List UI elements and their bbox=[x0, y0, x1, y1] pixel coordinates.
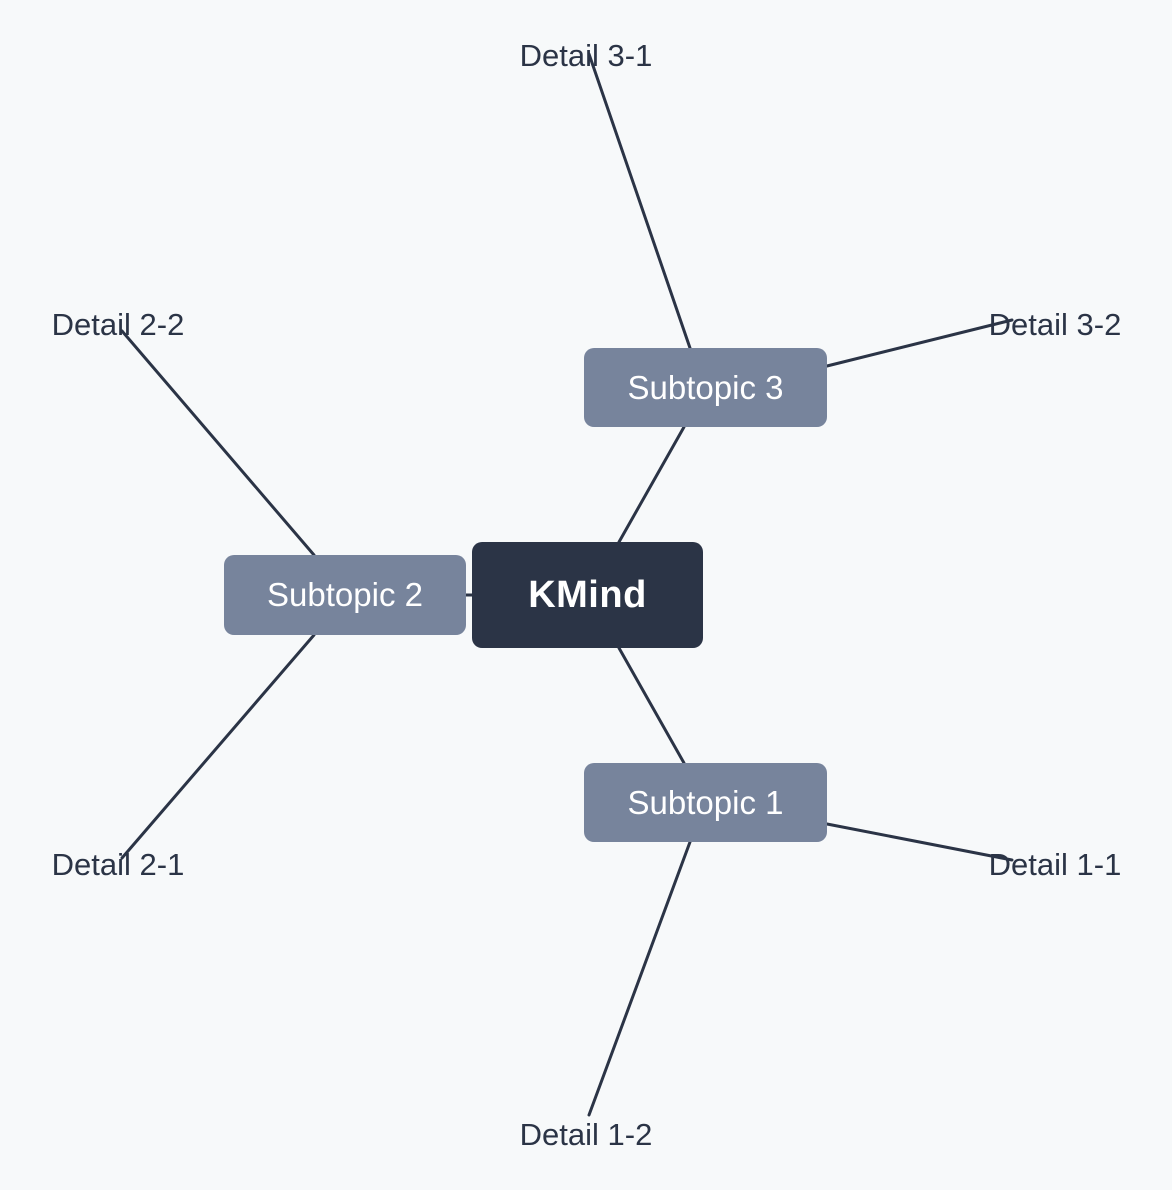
edge-root-subtopic-1 bbox=[617, 646, 686, 765]
leaf-node-label: Detail 3-2 bbox=[988, 307, 1122, 342]
edge-subtopic-1-detail-1-2 bbox=[587, 840, 692, 1117]
edge-subtopic-2-detail-2-2 bbox=[120, 329, 316, 557]
leaf-node-label: Detail 1-1 bbox=[988, 847, 1122, 882]
edge-root-subtopic-3 bbox=[617, 425, 686, 544]
branch-node-label: Subtopic 3 bbox=[627, 368, 784, 406]
branch-node-subtopic-2[interactable]: Subtopic 2 bbox=[224, 555, 466, 635]
leaf-node-detail-3-1[interactable]: Detail 3-1 bbox=[471, 32, 701, 80]
leaf-node-detail-2-1[interactable]: Detail 2-1 bbox=[3, 841, 233, 889]
leaf-node-label: Detail 2-2 bbox=[51, 307, 185, 342]
branch-node-label: Subtopic 2 bbox=[267, 576, 423, 613]
edge-subtopic-2-detail-2-1 bbox=[120, 633, 316, 860]
edge-subtopic-3-detail-3-1 bbox=[587, 52, 692, 350]
root-node-label: KMind bbox=[528, 573, 647, 616]
leaf-node-label: Detail 1-2 bbox=[519, 1117, 653, 1152]
leaf-node-detail-2-2[interactable]: Detail 2-2 bbox=[3, 301, 233, 349]
leaf-node-label: Detail 2-1 bbox=[51, 847, 185, 882]
branch-node-label: Subtopic 1 bbox=[627, 783, 784, 821]
branch-node-subtopic-3[interactable]: Subtopic 3 bbox=[584, 348, 827, 427]
leaf-node-detail-1-1[interactable]: Detail 1-1 bbox=[940, 841, 1170, 889]
leaf-node-detail-3-2[interactable]: Detail 3-2 bbox=[940, 301, 1170, 349]
branch-node-subtopic-1[interactable]: Subtopic 1 bbox=[584, 763, 827, 842]
leaf-node-detail-1-2[interactable]: Detail 1-2 bbox=[471, 1111, 701, 1159]
leaf-node-label: Detail 3-1 bbox=[519, 38, 653, 73]
root-node-kmind[interactable]: KMind bbox=[472, 542, 703, 648]
